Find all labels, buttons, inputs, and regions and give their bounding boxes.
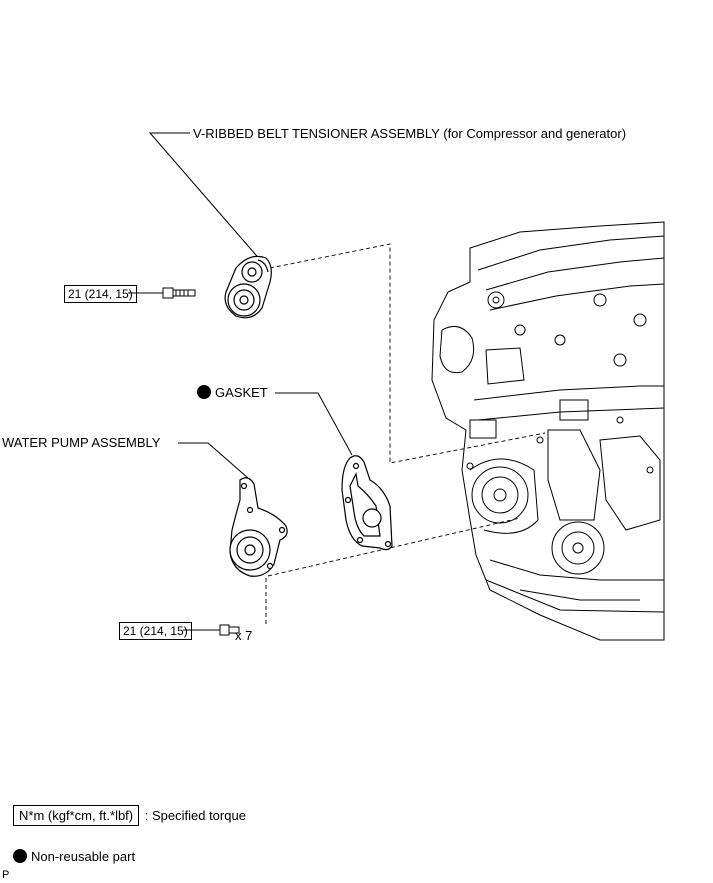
pump-torque-box: 21 (214, 15) [119,622,192,640]
tensioner-label-note: (for Compressor and generator) [443,126,627,141]
water-pump-leader-line [178,442,249,479]
tensioner-leader-line [148,132,263,263]
tensioner-label: V-RIBBED BELT TENSIONER ASSEMBLY (for Co… [193,126,626,141]
legend-nonreusable-dot-icon [13,849,27,863]
water-pump-icon [229,477,288,577]
gasket-leader-line [275,392,353,456]
legend-torque: N*m (kgf*cm, ft.*lbf) : Specified torque [13,805,246,826]
legend-nonreusable-text: Non-reusable part [31,849,136,864]
nonreusable-dot-icon [197,385,211,399]
gasket-label-text: GASKET [215,385,268,400]
legend-nonreusable: Non-reusable part [13,849,135,864]
legend-torque-desc: : Specified torque [144,808,246,823]
tensioner-assembly-icon [224,255,272,319]
legend-torque-units: N*m (kgf*cm, ft.*lbf) [13,805,140,826]
corner-mark: P [2,869,10,881]
tensioner-label-name: V-RIBBED BELT TENSIONER ASSEMBLY [193,126,440,141]
gasket-icon [341,455,393,551]
tensioner-torque-box: 21 (214, 15) [64,285,137,303]
gasket-label: GASKET [197,385,268,400]
pump-dashed-alignment [267,517,521,577]
water-pump-label: WATER PUMP ASSEMBLY [2,435,161,450]
tensioner-dashed-alignment [269,243,546,464]
engine-block-icon [431,221,665,641]
bolt-count-label: x 7 [235,628,253,643]
tensioner-bolt-icon [162,287,196,299]
pump-bolt-icon [219,624,240,636]
